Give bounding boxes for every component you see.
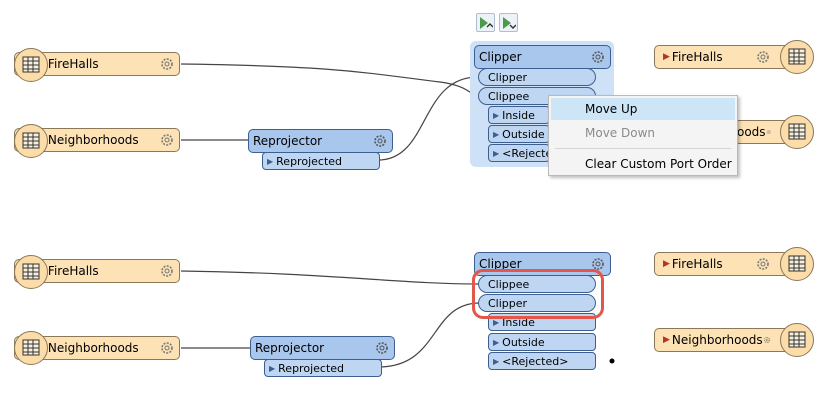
inside-output-port[interactable]: ▶Inside: [488, 106, 550, 124]
port-up-button[interactable]: [476, 13, 495, 32]
transformer-title: Clipper: [479, 257, 522, 271]
port-down-icon: [503, 16, 516, 29]
gear-icon[interactable]: [766, 124, 771, 140]
port-up-icon: [480, 16, 493, 29]
writer-table-icon: [780, 40, 814, 74]
reordered-ports-highlight: [472, 269, 604, 319]
transformer-title: Reprojector: [255, 341, 325, 355]
reprojector-top[interactable]: Reprojector: [248, 129, 393, 153]
reader-label: FireHalls: [47, 264, 99, 278]
writer-firehalls-top[interactable]: ▶ FireHalls: [654, 45, 802, 69]
outside-output-port[interactable]: ▶Outside: [488, 125, 550, 143]
gear-icon[interactable]: [763, 332, 771, 348]
reprojector-bottom[interactable]: Reprojector: [250, 336, 395, 360]
clipper-input-port[interactable]: Clipper: [478, 294, 596, 312]
writer-label: FireHalls: [671, 50, 723, 64]
gear-icon[interactable]: [755, 256, 771, 272]
menu-item-move-down[interactable]: Move Down: [585, 126, 655, 140]
reader-label: Neighborhoods: [47, 341, 139, 355]
port-label: Clipper: [488, 70, 528, 84]
wire-bottom-reprojected-clipper: [380, 302, 481, 368]
input-port-icon: ▶: [663, 335, 670, 345]
port-label: Reprojected: [278, 361, 345, 375]
port-order-context-menu: Move Up Move Down Clear Custom Port Orde…: [548, 95, 738, 176]
gear-icon[interactable]: [159, 340, 175, 356]
port-arrow-icon: ▶: [493, 337, 500, 347]
clippee-input-port[interactable]: Clippee: [478, 275, 596, 293]
port-label: <Rejected>: [502, 354, 569, 368]
rejected-output-port[interactable]: ▶<Rejected>: [488, 144, 550, 162]
wire-bottom-firehalls-clippee: [180, 270, 481, 285]
writer-table-icon: [780, 323, 814, 357]
port-down-button[interactable]: [499, 13, 518, 32]
reader-label: FireHalls: [47, 57, 99, 71]
reader-table-icon: [14, 331, 48, 365]
rejected-port-dot: [609, 358, 615, 364]
outside-output-port[interactable]: ▶Outside: [488, 333, 596, 351]
writer-label: Neighborhoods: [671, 333, 763, 347]
menu-separator: [555, 148, 731, 149]
port-arrow-icon: ▶: [267, 156, 274, 166]
reader-label: Neighborhoods: [47, 133, 139, 147]
gear-icon[interactable]: [590, 49, 606, 65]
port-arrow-icon: ▶: [493, 317, 500, 327]
writer-firehalls-bottom[interactable]: ▶ FireHalls: [654, 252, 802, 276]
wire-top-firehalls-clippee: [180, 63, 481, 97]
menu-item-move-up[interactable]: Move Up: [551, 98, 735, 120]
port-label: Reprojected: [276, 154, 343, 168]
gear-icon[interactable]: [590, 256, 606, 272]
gear-icon[interactable]: [159, 132, 175, 148]
gear-icon[interactable]: [159, 263, 175, 279]
writer-label: oods: [737, 125, 766, 139]
port-label: Clippee: [488, 277, 530, 291]
port-arrow-icon: ▶: [269, 363, 276, 373]
writer-label: FireHalls: [671, 257, 723, 271]
gear-icon[interactable]: [374, 340, 390, 356]
wire-top-reprojected-clipper: [379, 76, 481, 161]
port-arrow-icon: ▶: [493, 129, 500, 139]
gear-icon[interactable]: [755, 49, 771, 65]
port-arrow-icon: ▶: [493, 110, 500, 120]
port-label: <Rejected>: [502, 146, 549, 160]
reprojected-output-port[interactable]: ▶Reprojected: [262, 152, 380, 170]
writer-neighborhoods-bottom[interactable]: ▶ Neighborhoods: [654, 328, 802, 352]
input-port-icon: ▶: [663, 52, 670, 62]
port-arrow-icon: ▶: [493, 148, 500, 158]
port-label: Outside: [502, 335, 545, 349]
transformer-title: Reprojector: [253, 134, 323, 148]
reader-table-icon: [14, 48, 48, 82]
reader-table-icon: [14, 255, 48, 289]
writer-table-icon: [780, 115, 814, 149]
port-label: Clipper: [488, 296, 528, 310]
port-label: Inside: [502, 108, 535, 122]
menu-item-clear-custom-port-order[interactable]: Clear Custom Port Order: [585, 157, 732, 171]
clipper-input-port[interactable]: Clipper: [478, 68, 596, 86]
port-arrow-icon: ▶: [493, 356, 500, 366]
writer-table-icon: [780, 247, 814, 281]
input-port-icon: ▶: [663, 259, 670, 269]
port-label: Clippee: [488, 89, 530, 103]
rejected-output-port[interactable]: ▶<Rejected>: [488, 352, 596, 370]
port-label: Outside: [502, 127, 545, 141]
reader-neighborhoods-top[interactable]: ▶ Neighborhoods: [14, 128, 180, 152]
gear-icon[interactable]: [159, 56, 175, 72]
reprojected-output-port[interactable]: ▶Reprojected: [264, 359, 382, 377]
clipper-top[interactable]: Clipper: [474, 45, 611, 69]
reader-table-icon: [14, 124, 48, 158]
gear-icon[interactable]: [372, 133, 388, 149]
transformer-title: Clipper: [479, 50, 522, 64]
